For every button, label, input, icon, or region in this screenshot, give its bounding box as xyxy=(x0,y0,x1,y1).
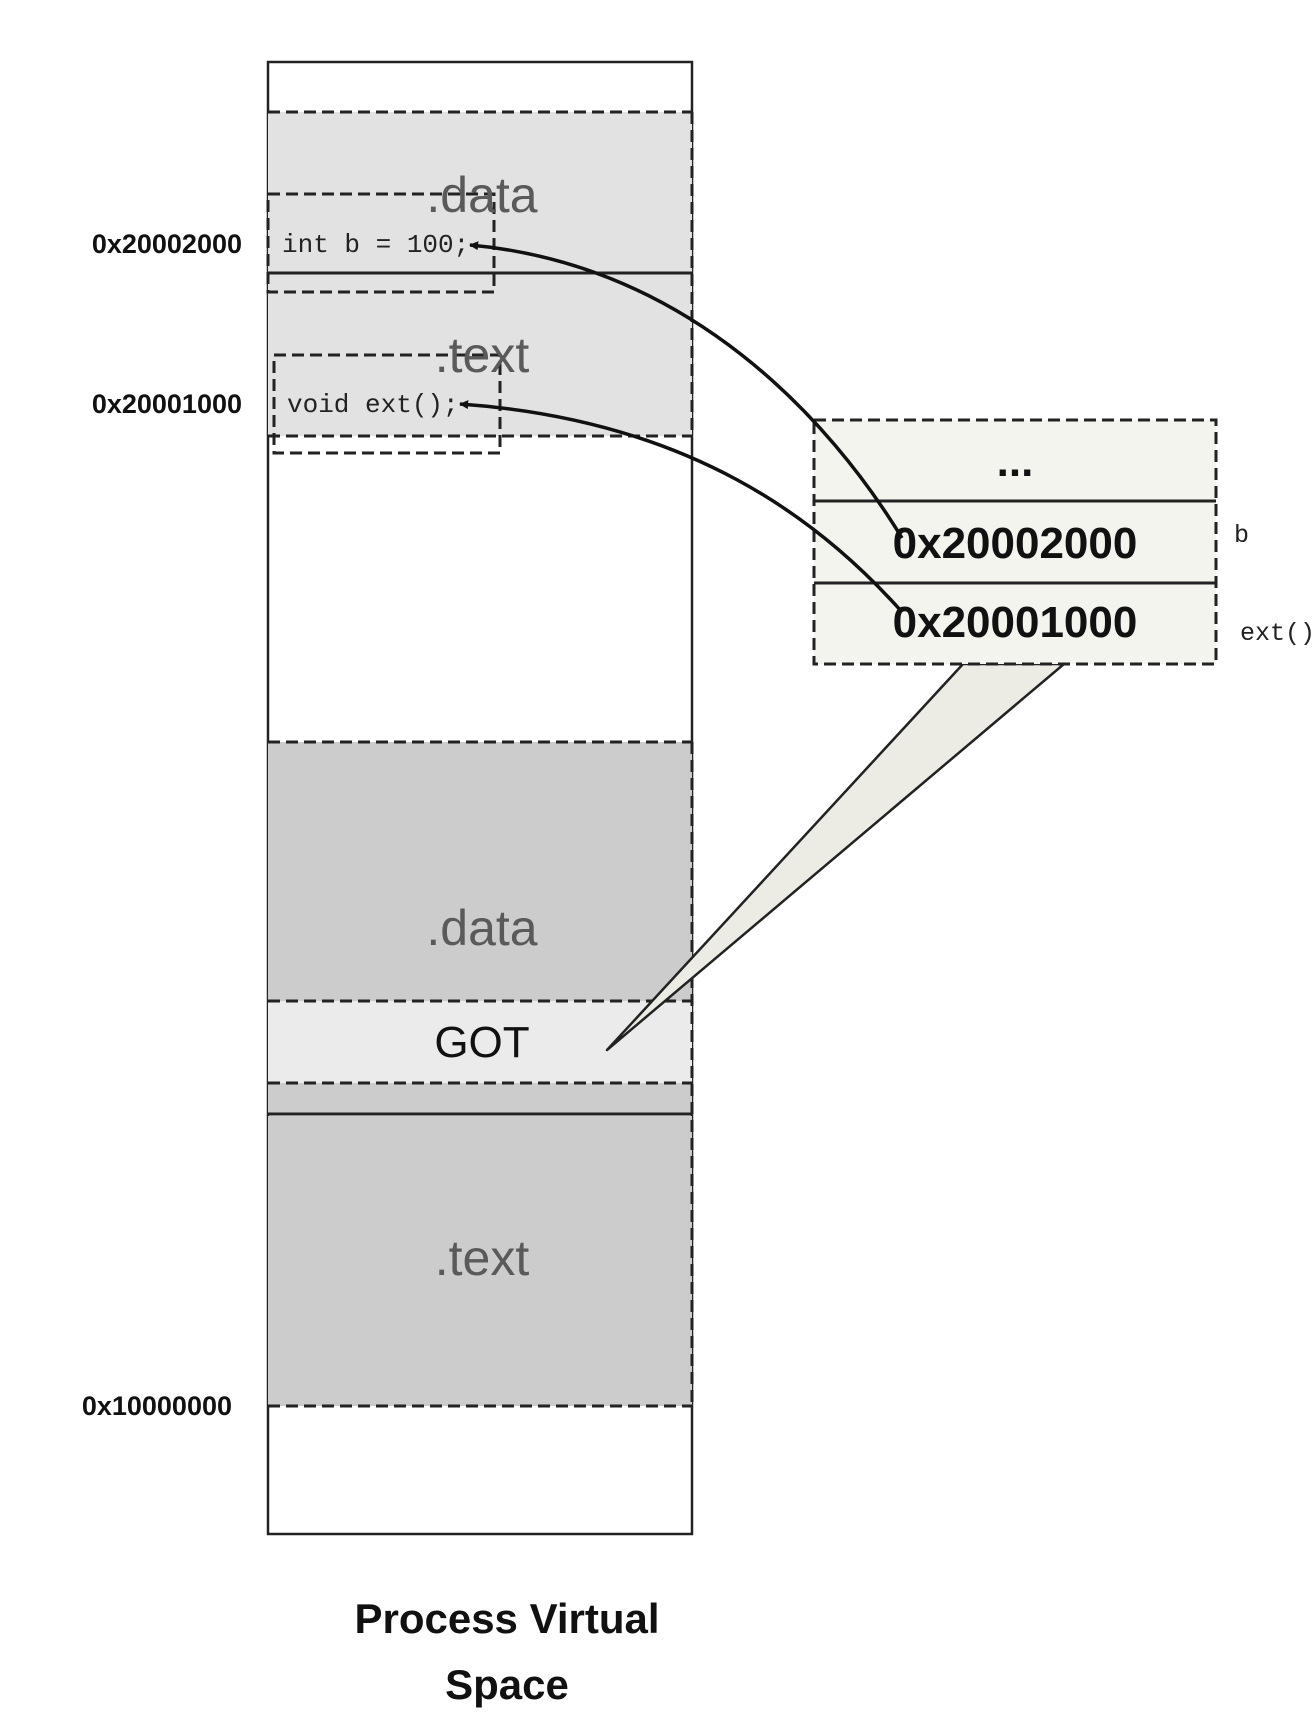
got-entry-ext: 0x20001000 xyxy=(893,598,1138,647)
caption-line-1: Process Virtual xyxy=(354,1595,659,1642)
variable-b-box xyxy=(266,192,496,294)
address-label-ext: 0x20001000 xyxy=(92,389,242,419)
address-label-b: 0x20002000 xyxy=(92,229,242,259)
got-entry-b: 0x20002000 xyxy=(893,519,1138,568)
got-region xyxy=(268,1001,692,1083)
got-side-label-b: b xyxy=(1234,521,1249,550)
function-ext-code: void ext(); xyxy=(287,390,459,420)
lower-data-label: .data xyxy=(426,900,537,956)
function-ext-box xyxy=(272,353,502,455)
got-table xyxy=(814,420,1216,664)
arrow-got-ext-to-function xyxy=(459,400,904,614)
address-label-base: 0x10000000 xyxy=(82,1391,232,1421)
upper-text-label: .text xyxy=(435,327,530,383)
lower-text-region xyxy=(268,1116,692,1406)
got-table-border xyxy=(812,418,1218,666)
got-label: GOT xyxy=(434,1018,529,1067)
got-entry-ellipsis: ... xyxy=(997,437,1034,486)
caption-line-2: Space xyxy=(445,1661,569,1708)
lower-text-label: .text xyxy=(435,1230,530,1286)
arrow-got-b-to-variable xyxy=(469,241,904,539)
variable-b-code: int b = 100; xyxy=(282,230,469,260)
upper-data-label: .data xyxy=(426,167,537,223)
got-side-label-ext: ext() xyxy=(1240,619,1312,648)
